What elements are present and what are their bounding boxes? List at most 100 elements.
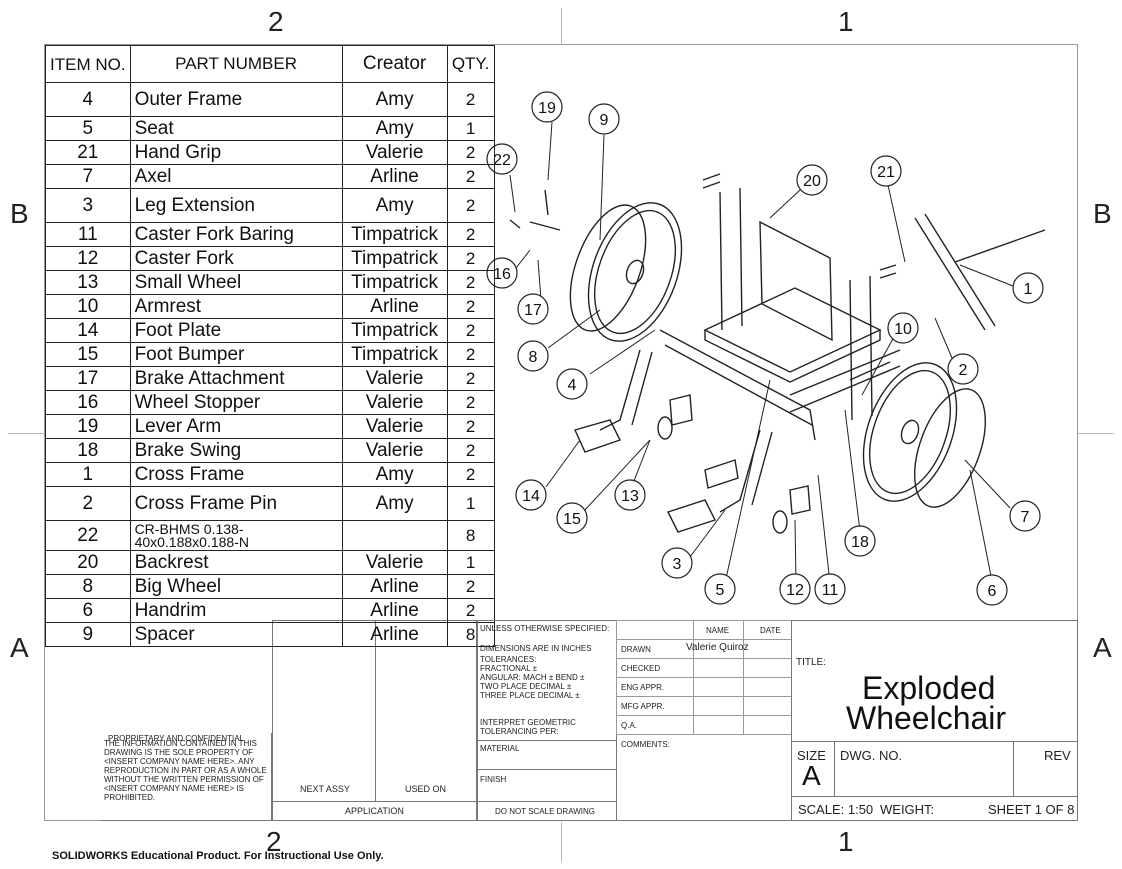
balloon-circle: [531, 91, 563, 123]
exploded-view: 19 9 22 20 21 16 17 1 8 10 4 2 14 15 13 …: [486, 91, 1046, 606]
comments-label: COMMENTS:: [621, 740, 670, 749]
balloon-circle: [704, 573, 736, 605]
bom-item-no: 9: [45, 622, 131, 647]
bom-creator: Timpatrick: [341, 270, 448, 295]
size-label: SIZE: [797, 748, 826, 763]
bom-part-number: Caster Fork: [129, 246, 343, 271]
bom-part-number: Small Wheel: [129, 270, 343, 295]
balloon-circle: [779, 573, 811, 605]
bom-qty: 2: [446, 270, 495, 295]
bom-item-no: 17: [45, 366, 131, 391]
zone-right-a: A: [1093, 632, 1112, 663]
bom-qty: 8: [446, 622, 495, 647]
bom-item-no: 8: [45, 574, 131, 599]
bom-part-number: Caster Fork Baring: [129, 222, 343, 247]
bom-part-number: Lever Arm: [129, 414, 343, 439]
bom-qty: 2: [446, 414, 495, 439]
scale-row: [791, 796, 1078, 821]
bom-creator: Arline: [341, 622, 448, 647]
eng-appr-label: ENG APPR.: [621, 683, 665, 692]
bom-item-no: 4: [45, 82, 131, 117]
bom-part-number: Armrest: [129, 294, 343, 319]
bom-qty: 2: [446, 188, 495, 223]
bom-header-item: ITEM NO.: [45, 45, 131, 83]
bom-header-part: PART NUMBER: [129, 45, 343, 83]
bom-part-number: Wheel Stopper: [129, 390, 343, 415]
big-wheel-left: [569, 202, 683, 342]
bom-part-number: Leg Extension: [129, 188, 343, 223]
rev-label: REV: [1044, 748, 1071, 763]
balloon-label: 11: [822, 582, 839, 599]
bom-creator: Valerie: [341, 390, 448, 415]
bom-part-number: Spacer: [129, 622, 343, 647]
bom-qty: 2: [446, 246, 495, 271]
bom-creator: Timpatrick: [341, 222, 448, 247]
balloon-circle: [1009, 500, 1041, 532]
bom-part-number: Cross Frame: [129, 462, 343, 487]
balloon-label: 20: [803, 173, 821, 190]
balloon-circle: [556, 502, 588, 534]
bom-creator: Valerie: [341, 550, 448, 575]
bom-qty: 8: [446, 520, 495, 551]
bom-part-number: Seat: [129, 116, 343, 141]
drawing-title-line2: Wheelchair: [846, 700, 1007, 736]
bom-qty: 2: [446, 82, 495, 117]
balloon-label: 2: [959, 362, 968, 379]
balloon-circle: [517, 340, 549, 372]
balloon-circle: [517, 293, 549, 325]
bom-qty: 2: [446, 294, 495, 319]
used-on-label: USED ON: [405, 784, 447, 794]
bom-creator: Amy: [341, 486, 448, 521]
bom-part-number: Big Wheel: [129, 574, 343, 599]
bom-creator: Arline: [341, 598, 448, 623]
balloon-label: 6: [988, 583, 997, 600]
used-on-cell: [375, 620, 477, 802]
name-header: NAME: [706, 626, 730, 635]
balloon-label: 22: [493, 152, 511, 169]
bom-part-number: Cross Frame Pin: [129, 486, 343, 521]
bom-part-number: Outer Frame: [129, 82, 343, 117]
scale-label: SCALE: 1:50: [798, 802, 874, 817]
balloon-label: 15: [563, 511, 581, 528]
balloon-label: 3: [673, 556, 682, 573]
bom-creator: Valerie: [341, 140, 448, 165]
next-assy-cell: [272, 620, 376, 802]
finish-label: FINISH: [480, 775, 507, 784]
bom-item-no: 19: [45, 414, 131, 439]
bom-item-no: 22: [45, 520, 131, 551]
dwg-no-label: DWG. NO.: [840, 748, 903, 763]
balloon-label: 16: [493, 266, 511, 283]
bom-header-qty: QTY.: [446, 45, 495, 83]
bom-header-creator: Creator: [341, 45, 448, 83]
zone-tick: [8, 433, 44, 434]
balloon-label: 1: [1024, 281, 1033, 298]
bom-item-no: 15: [45, 342, 131, 367]
bom-part-number: Hand Grip: [129, 140, 343, 165]
bom-item-no: 20: [45, 550, 131, 575]
bom-creator: Timpatrick: [341, 342, 448, 367]
bom-qty: 2: [446, 342, 495, 367]
bom-item-no: 6: [45, 598, 131, 623]
zone-tick: [561, 8, 562, 44]
zone-left-a: A: [10, 632, 29, 663]
bom-qty: 2: [446, 438, 495, 463]
balloon-label: 17: [524, 302, 542, 319]
leader-lines: [509, 121, 1014, 584]
balloon-label: 8: [529, 349, 538, 366]
bom-qty: 2: [446, 222, 495, 247]
